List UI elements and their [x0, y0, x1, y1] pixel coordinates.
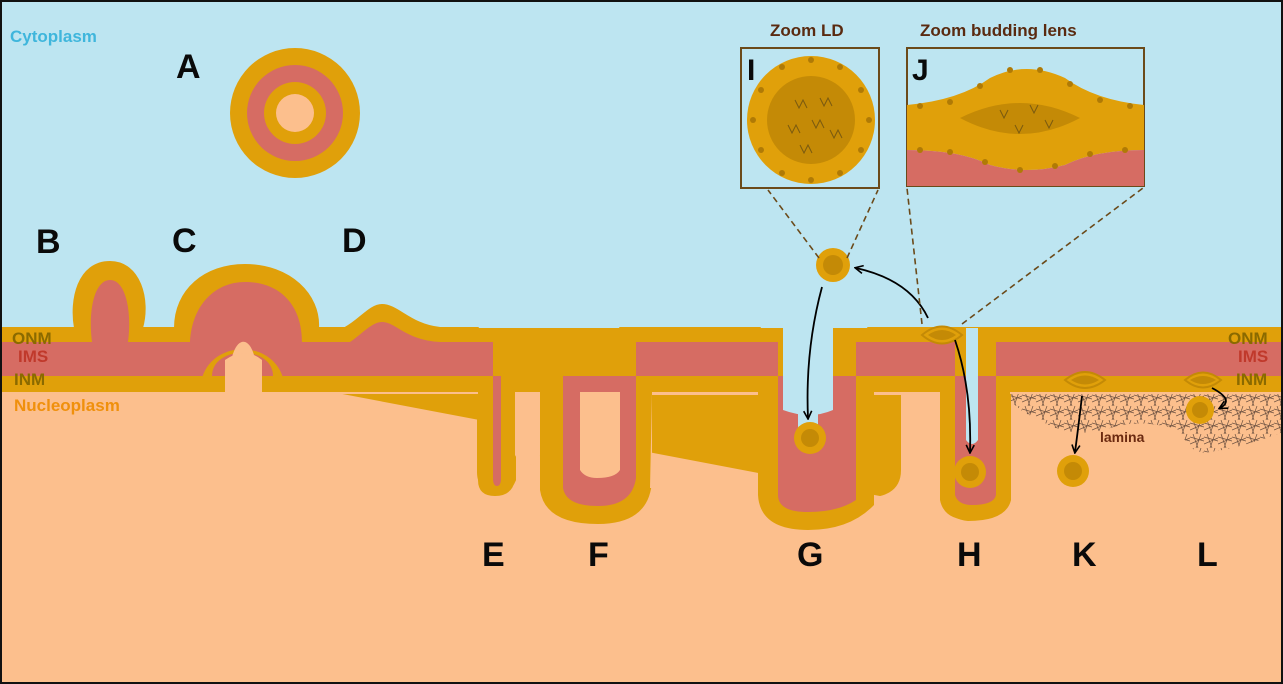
- onm-label-left: ONM: [12, 329, 52, 348]
- ims-label-left: IMS: [18, 347, 48, 366]
- label-b: B: [36, 223, 61, 261]
- label-c: C: [172, 222, 197, 260]
- nucleoplasm-label: Nucleoplasm: [14, 396, 120, 415]
- label-f: F: [588, 536, 609, 574]
- label-l: L: [1197, 536, 1218, 574]
- zoom-ld-panel: [741, 48, 879, 188]
- label-j: J: [912, 54, 929, 87]
- label-d: D: [342, 222, 367, 260]
- zoom-lens-title: Zoom budding lens: [920, 21, 1077, 40]
- label-i: I: [747, 54, 755, 87]
- label-h: H: [957, 536, 982, 574]
- label-k: K: [1072, 536, 1097, 574]
- label-g: G: [797, 536, 823, 574]
- onm-label-right: ONM: [1228, 329, 1268, 348]
- structure-a-rings: [230, 48, 360, 178]
- inm-label-left: INM: [14, 370, 45, 389]
- inm-label-right: INM: [1236, 370, 1267, 389]
- cytoplasm-label: Cytoplasm: [10, 27, 97, 46]
- zoom-lens-panel: [907, 48, 1144, 186]
- label-e: E: [482, 536, 505, 574]
- ims-label-right: IMS: [1238, 347, 1268, 366]
- label-a: A: [176, 48, 201, 86]
- lamina-label: lamina: [1100, 429, 1145, 445]
- zoom-ld-title: Zoom LD: [770, 21, 844, 40]
